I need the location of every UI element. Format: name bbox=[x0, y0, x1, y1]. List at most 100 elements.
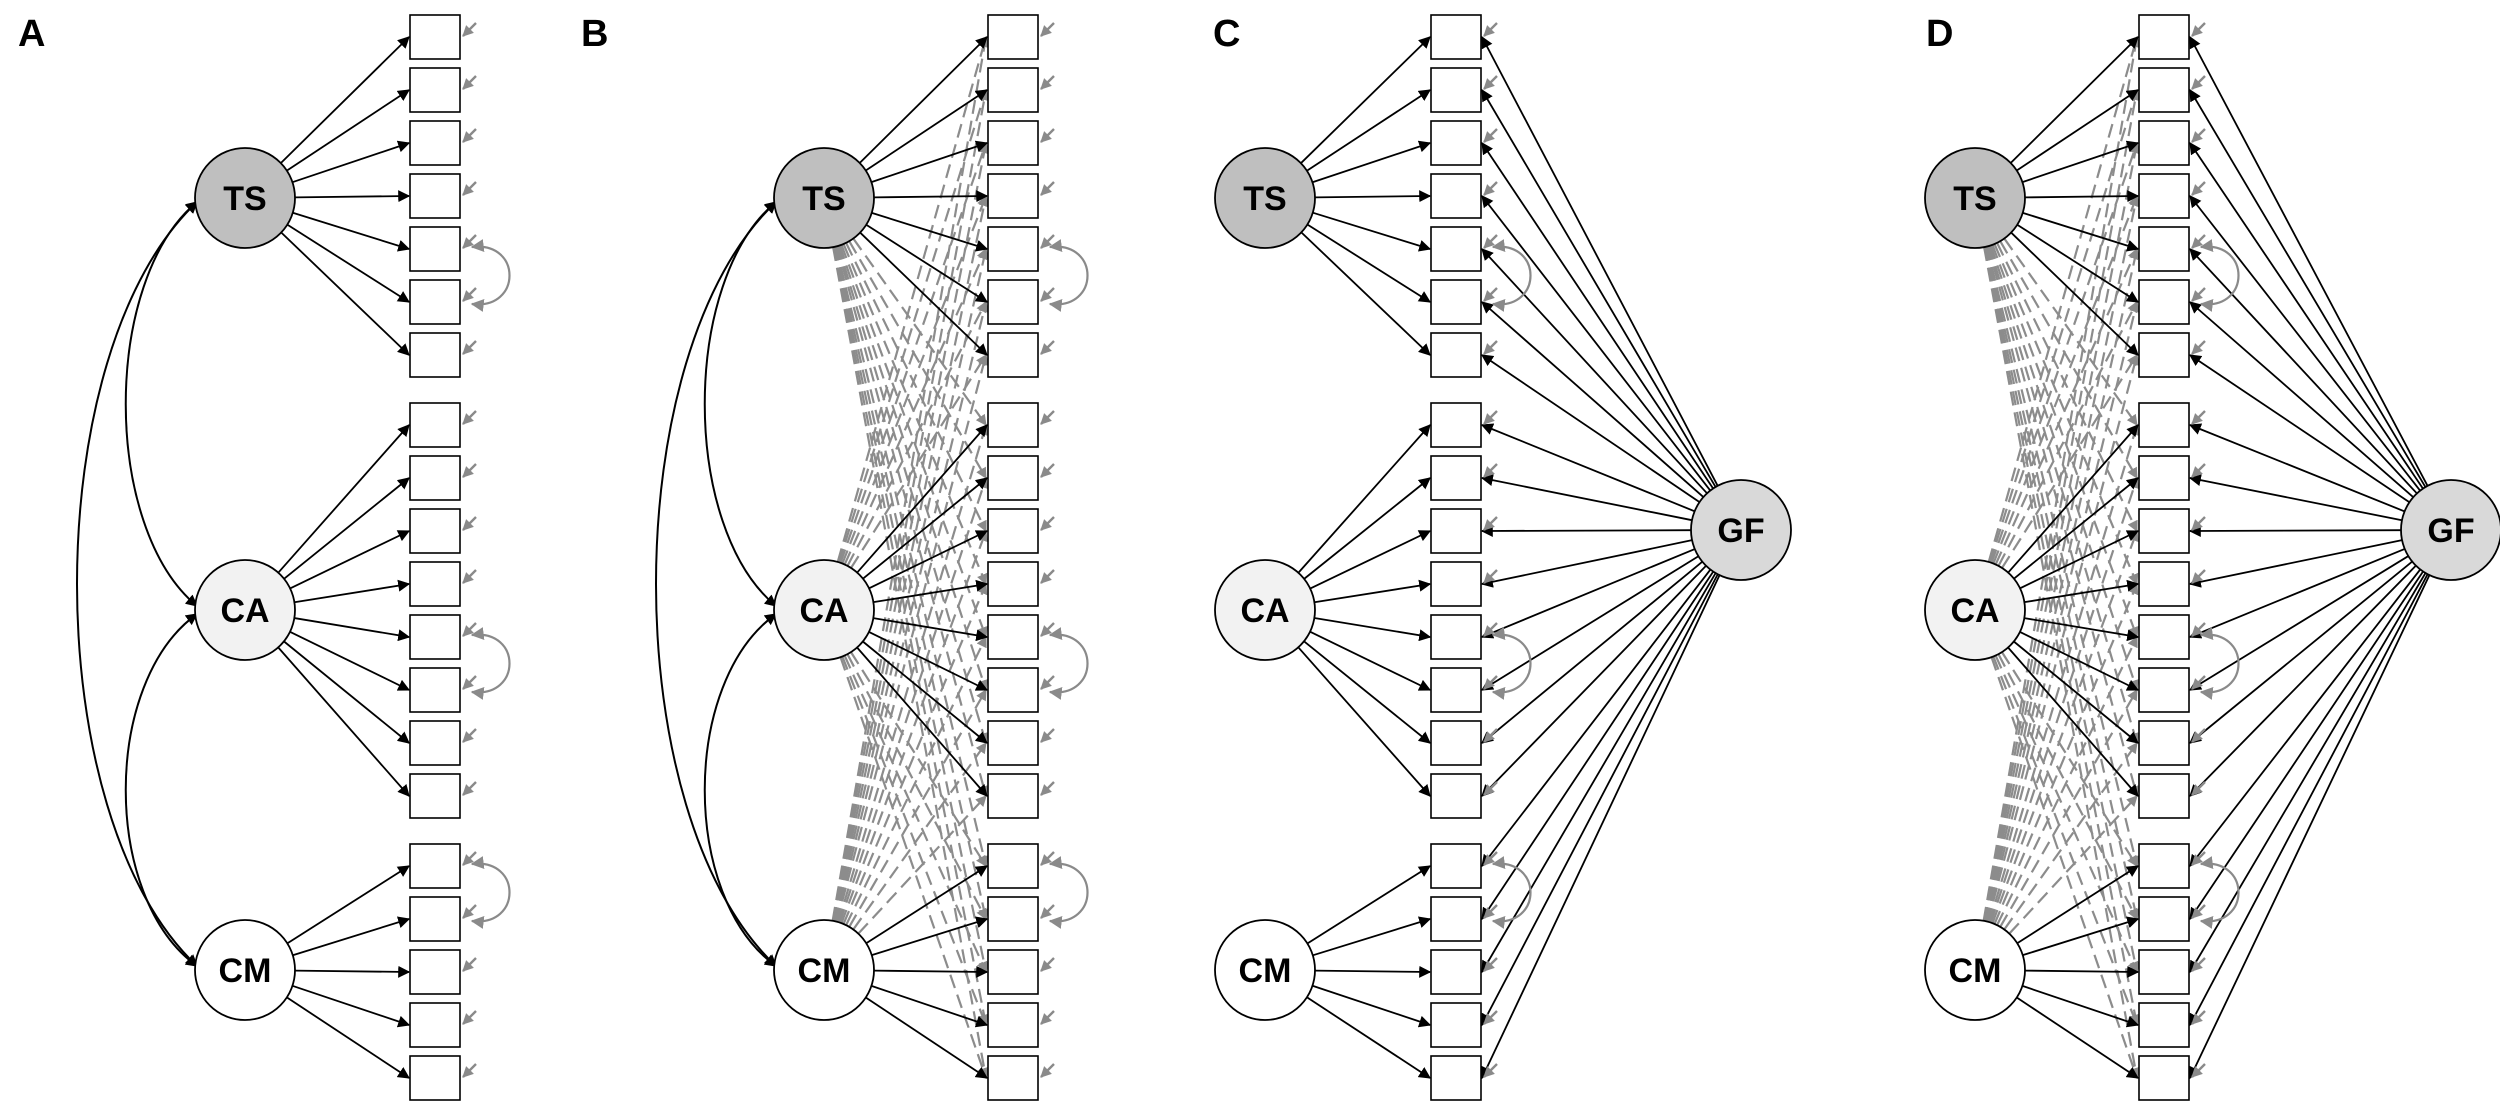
factor-ca bbox=[773, 559, 875, 661]
loading-arrow bbox=[2019, 530, 2140, 590]
indicator-box bbox=[2138, 1055, 2190, 1101]
cross-loading-arrow bbox=[1997, 653, 2138, 920]
indicator-box bbox=[1430, 720, 1482, 766]
cross-loading-arrow bbox=[1996, 242, 2138, 532]
cross-loading-arrow bbox=[832, 246, 990, 1080]
error-arrow bbox=[1040, 287, 1055, 302]
loading-arrow bbox=[286, 865, 411, 945]
indicator-box bbox=[409, 67, 461, 113]
loading-arrow bbox=[1312, 984, 1432, 1028]
cross-loading-arrow bbox=[1992, 656, 2139, 1027]
cross-loading-arrow bbox=[1994, 247, 2139, 565]
error-arrow bbox=[2191, 781, 2206, 796]
loading-arrow bbox=[292, 916, 411, 957]
general-loading-arrow bbox=[1481, 568, 1712, 867]
factor-ts bbox=[773, 147, 875, 249]
indicator-box bbox=[987, 949, 1039, 995]
indicator-box bbox=[2138, 120, 2190, 166]
factor-correlation-arrow bbox=[703, 613, 777, 967]
general-loading-arrow bbox=[2189, 142, 2424, 490]
residual-covariance-arrow bbox=[470, 627, 511, 700]
loading-arrow bbox=[873, 965, 989, 978]
general-loading-arrow bbox=[2189, 574, 2431, 1080]
general-loading-arrow bbox=[2188, 474, 2403, 522]
factor-label: CA bbox=[1240, 592, 1289, 630]
error-arrow bbox=[462, 410, 477, 425]
loading-arrow bbox=[2024, 617, 2140, 642]
error-arrow bbox=[1040, 622, 1055, 637]
indicator-box bbox=[409, 843, 461, 889]
indicator-box bbox=[2138, 67, 2190, 113]
general-loading-arrow bbox=[1481, 560, 1703, 744]
factor-gf bbox=[2400, 479, 2500, 581]
factor-label: CA bbox=[220, 592, 269, 630]
cross-loading-arrow bbox=[1993, 243, 2139, 586]
indicator-box bbox=[2138, 561, 2190, 607]
loading-arrow bbox=[873, 579, 989, 604]
error-arrow bbox=[1040, 340, 1055, 355]
general-loading-arrow bbox=[1481, 195, 1711, 492]
error-arrow bbox=[462, 622, 477, 637]
error-arrow bbox=[462, 957, 477, 972]
loading-arrow bbox=[294, 579, 411, 604]
indicator-box bbox=[2138, 402, 2190, 448]
general-loading-arrow bbox=[2189, 564, 2417, 797]
cross-loading-arrow bbox=[840, 529, 988, 924]
cross-loading-arrow bbox=[1990, 656, 2139, 1080]
loading-arrow bbox=[2010, 36, 2139, 164]
loading-arrow bbox=[1297, 424, 1431, 574]
indicator-box bbox=[987, 402, 1039, 448]
error-arrow bbox=[462, 516, 477, 531]
indicator-box bbox=[409, 402, 461, 448]
cross-loading-arrow bbox=[1996, 636, 2138, 926]
error-arrow bbox=[1483, 1063, 1498, 1078]
indicator-box bbox=[987, 896, 1039, 942]
error-arrow bbox=[2191, 340, 2206, 355]
error-arrow bbox=[462, 75, 477, 90]
indicator-box bbox=[987, 614, 1039, 660]
error-arrow bbox=[2191, 569, 2206, 584]
loading-arrow bbox=[289, 530, 411, 590]
loading-arrow bbox=[871, 140, 989, 183]
loading-arrow bbox=[280, 231, 410, 356]
error-arrow bbox=[1040, 463, 1055, 478]
cross-loading-arrow bbox=[1984, 246, 2141, 974]
indicator-box bbox=[1430, 279, 1482, 325]
factor-correlation-arrow bbox=[124, 613, 198, 967]
indicator-box bbox=[409, 1002, 461, 1048]
indicator-box bbox=[409, 773, 461, 819]
indicator-box bbox=[409, 720, 461, 766]
error-arrow bbox=[462, 234, 477, 249]
indicator-box bbox=[2138, 720, 2190, 766]
general-loading-arrow bbox=[2189, 568, 2421, 867]
residual-covariance-arrow bbox=[1048, 239, 1089, 312]
factor-correlation-arrow bbox=[76, 201, 198, 967]
error-arrow bbox=[2191, 410, 2206, 425]
residual-covariance-arrow bbox=[2199, 239, 2240, 312]
error-arrow bbox=[1483, 340, 1498, 355]
cross-loading-arrow bbox=[1983, 246, 2141, 1027]
error-arrow bbox=[1040, 22, 1055, 37]
factor-label: GF bbox=[1717, 512, 1764, 550]
loading-arrow bbox=[871, 211, 989, 252]
indicator-box bbox=[2138, 949, 2190, 995]
factor-label: CM bbox=[1239, 952, 1292, 990]
cross-loading-arrow bbox=[1993, 582, 2139, 925]
error-arrow bbox=[462, 1063, 477, 1078]
factor-label: CM bbox=[1949, 952, 2002, 990]
error-arrow bbox=[2191, 851, 2206, 866]
general-loading-arrow bbox=[1481, 301, 1705, 498]
indicator-box bbox=[1430, 226, 1482, 272]
loading-arrow bbox=[286, 89, 411, 172]
indicator-box bbox=[987, 508, 1039, 554]
loading-arrow bbox=[1314, 965, 1432, 978]
cross-loading-arrow bbox=[834, 300, 990, 922]
indicator-box bbox=[1430, 402, 1482, 448]
general-loading-arrow bbox=[1481, 571, 1714, 920]
indicator-box bbox=[1430, 843, 1482, 889]
indicator-box bbox=[1430, 614, 1482, 660]
error-arrow bbox=[1040, 904, 1055, 919]
indicator-box bbox=[2138, 896, 2190, 942]
